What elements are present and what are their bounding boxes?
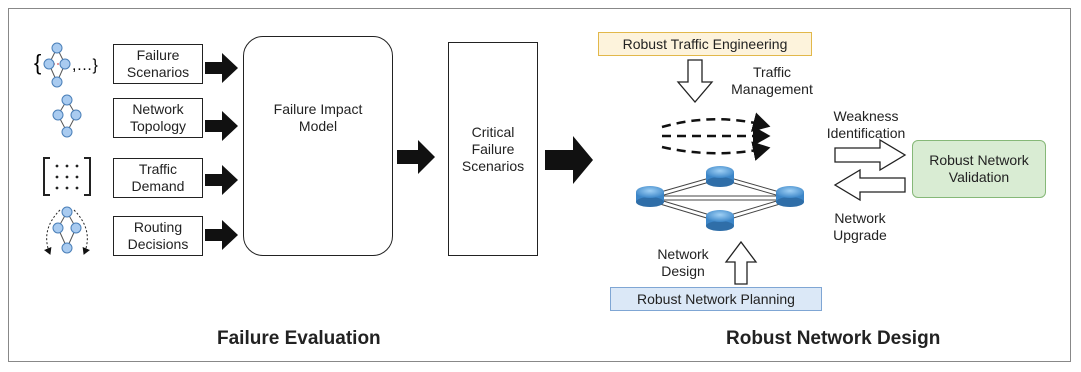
svg-text:,…}: ,…} bbox=[72, 57, 98, 74]
traffic-management-label: Traffic Management bbox=[731, 64, 813, 97]
router-icons bbox=[636, 166, 804, 231]
network-upgrade-arrow bbox=[833, 168, 906, 202]
routing-decisions-icon bbox=[44, 206, 90, 255]
input-routing-decisions: Routing Decisions bbox=[113, 216, 203, 256]
network-topology-icon bbox=[52, 94, 82, 138]
input-network-topology: Network Topology bbox=[113, 98, 203, 138]
failure-evaluation-title: Failure Evaluation bbox=[217, 328, 381, 349]
input-traffic-demand: Traffic Demand bbox=[113, 158, 203, 198]
network-design-label: Network Design bbox=[657, 246, 709, 279]
failure-impact-model-label: Failure Impact Model bbox=[273, 101, 363, 134]
robust-network-planning-tag: Robust Network Planning bbox=[610, 287, 822, 311]
traffic-management-arrow bbox=[676, 59, 714, 104]
robust-traffic-engineering-tag: Robust Traffic Engineering bbox=[598, 32, 812, 56]
critical-failure-scenarios-box: Critical Failure Scenarios bbox=[448, 42, 538, 256]
failure-scenarios-icon: { ,…} bbox=[34, 42, 98, 88]
robust-network-validation-box: Robust Network Validation bbox=[912, 140, 1046, 198]
input-failure-scenarios: Failure Scenarios bbox=[113, 44, 203, 84]
traffic-matrix-icon bbox=[43, 157, 91, 196]
weakness-identification-arrow bbox=[834, 138, 907, 172]
svg-text:{: { bbox=[34, 50, 41, 75]
failure-impact-model-box: Failure Impact Model bbox=[243, 36, 393, 256]
network-upgrade-label: Network Upgrade bbox=[833, 210, 887, 243]
network-design-arrow bbox=[724, 240, 758, 285]
figure-frame bbox=[8, 8, 1071, 362]
traffic-flow-arrows bbox=[661, 112, 771, 161]
robust-network-design-title: Robust Network Design bbox=[726, 328, 941, 349]
weakness-identification-label: Weakness Identification bbox=[826, 108, 906, 141]
input-arrows bbox=[205, 53, 593, 250]
